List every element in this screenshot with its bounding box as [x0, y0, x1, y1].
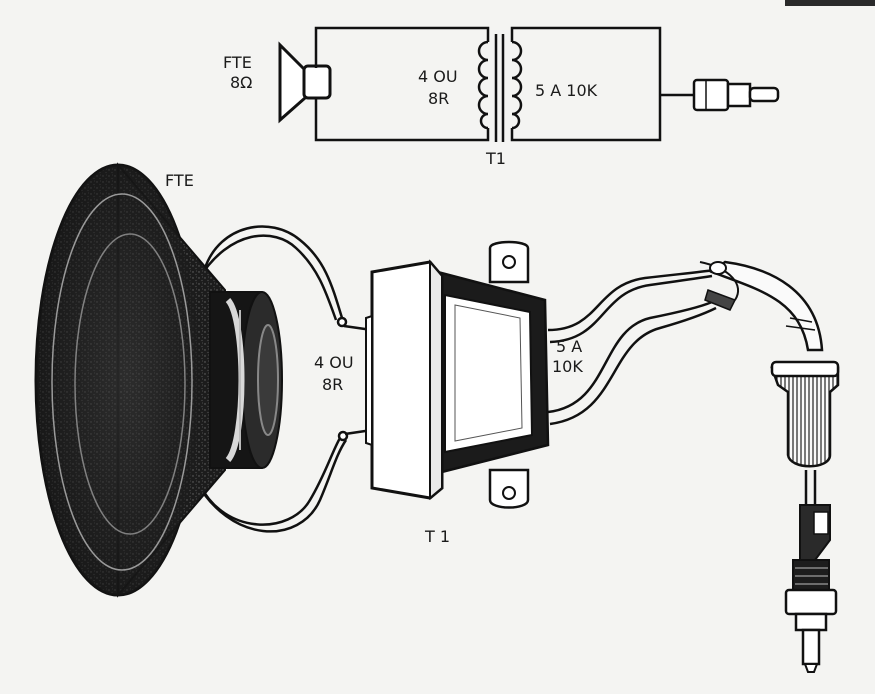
transformer-secondary-label: 5 A: [556, 337, 582, 356]
schematic-primary-coil: [477, 40, 489, 130]
shielded-cable: [699, 260, 824, 352]
schematic-primary-label: 4 OU: [418, 67, 458, 86]
schematic: FTE 8Ω 4 OU 8R 5 A 10K T1: [223, 26, 780, 168]
speaker-wires: [192, 225, 373, 533]
schematic-primary-wire: [314, 26, 490, 142]
schematic-speaker-symbol: [278, 41, 332, 124]
transformer-primary-impedance: 8R: [322, 375, 343, 394]
rca-plug: [770, 360, 840, 673]
loudspeaker: [34, 162, 283, 598]
schematic-secondary-coil: [511, 40, 523, 130]
top-edge-bar: [785, 0, 875, 6]
schematic-secondary-wire: [510, 26, 695, 142]
transformer-secondary-value: 10K: [552, 357, 583, 376]
secondary-wires: [547, 268, 717, 426]
schematic-secondary-label: 5 A 10K: [535, 81, 598, 100]
schematic-transformer-label: T1: [485, 149, 506, 168]
schematic-plug-symbol: [692, 78, 780, 112]
transformer-primary-label: 4 OU: [314, 353, 354, 372]
speaker-label: FTE: [165, 171, 194, 190]
transformer-label: T 1: [424, 527, 450, 546]
transformer: [365, 240, 550, 509]
schematic-speaker-impedance: 8Ω: [230, 73, 252, 92]
schematic-speaker-label: FTE: [223, 53, 252, 72]
schematic-primary-impedance: 8R: [428, 89, 449, 108]
